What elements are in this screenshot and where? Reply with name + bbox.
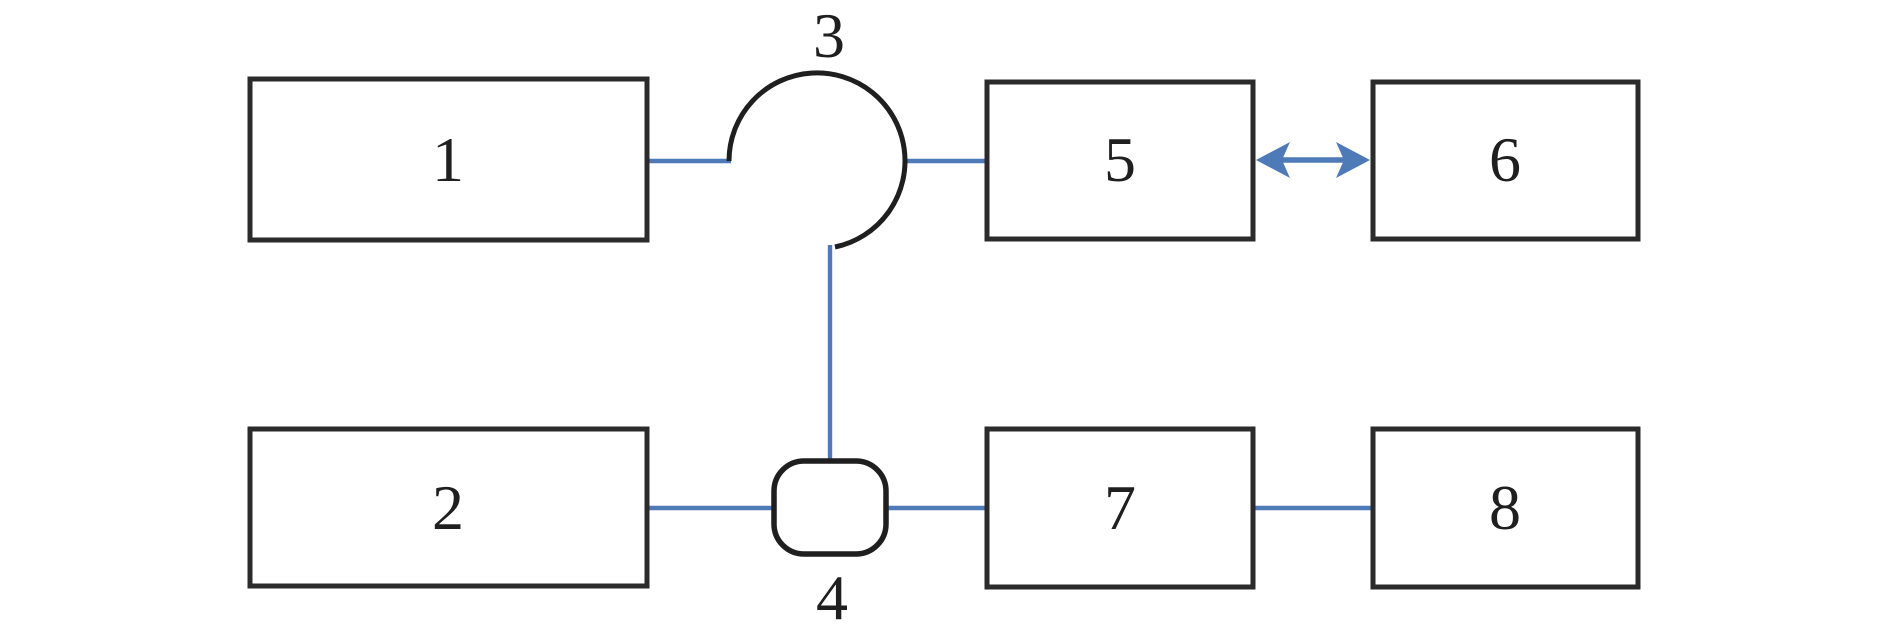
box-8 xyxy=(1370,426,1641,590)
box-6 xyxy=(1370,79,1641,242)
label-node-5: 5 xyxy=(1104,124,1136,195)
label-node-3: 3 xyxy=(813,0,845,71)
box-1 xyxy=(247,76,650,243)
arrowhead-left-icon xyxy=(1256,142,1290,178)
box-2 xyxy=(247,426,650,589)
open-circle-3-shape xyxy=(726,70,908,250)
label-node-4: 4 xyxy=(816,562,848,633)
arrowhead-right-icon xyxy=(1336,142,1370,178)
label-node-2: 2 xyxy=(432,472,464,543)
box-5 xyxy=(984,79,1256,242)
double-arrow-5-to-6 xyxy=(1256,142,1370,178)
label-node-8: 8 xyxy=(1489,472,1521,543)
label-node-6: 6 xyxy=(1489,124,1521,195)
label-node-7: 7 xyxy=(1104,472,1136,543)
box-7 xyxy=(984,426,1256,590)
label-node-1: 1 xyxy=(432,124,464,195)
rounded-node-4-shape xyxy=(771,458,889,557)
